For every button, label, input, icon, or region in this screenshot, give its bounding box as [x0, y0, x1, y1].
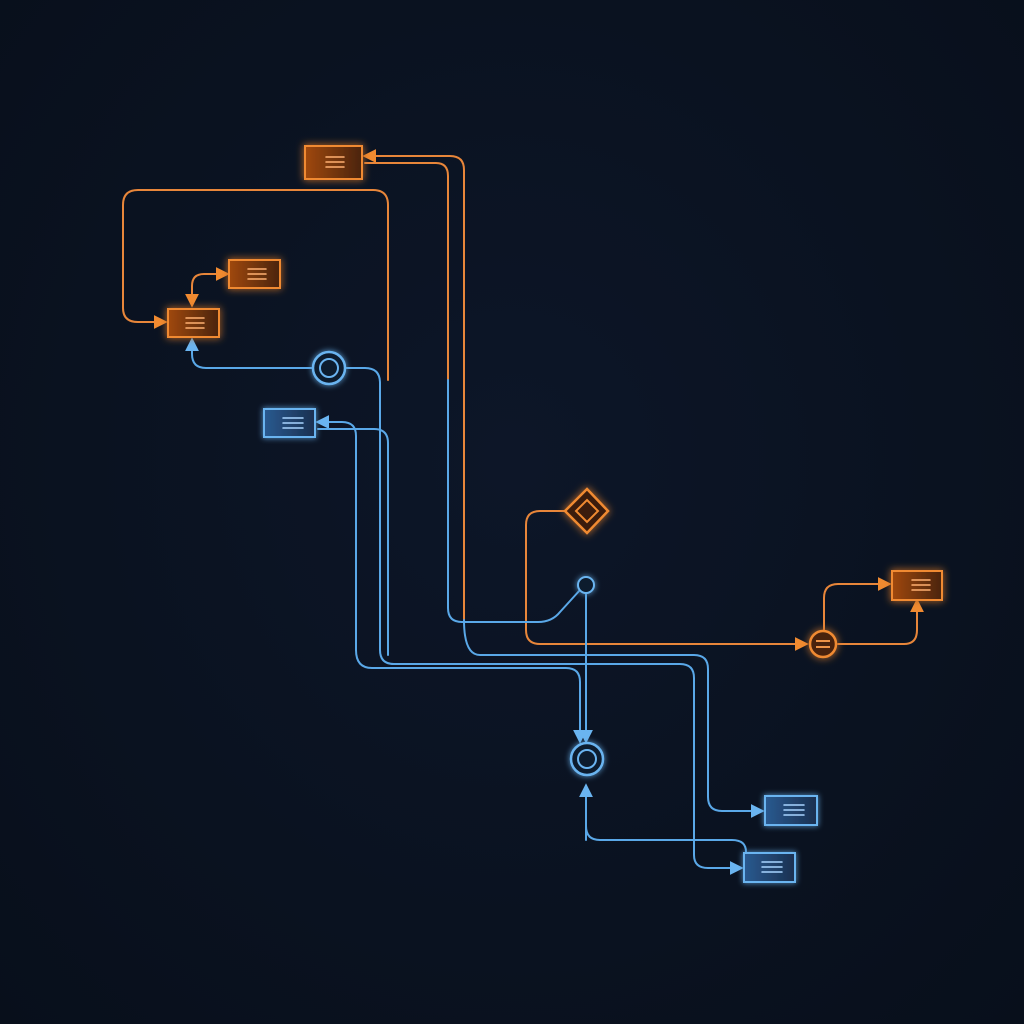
blue-wire-bottom-left: [355, 649, 587, 744]
blue-wire-to-bottom-upper: [463, 619, 765, 818]
orange-wire-right-up: [823, 577, 892, 631]
blue-process-left[interactable]: [263, 408, 316, 438]
list-lines-icon: [325, 156, 345, 168]
orange-wire-short-link: [185, 267, 230, 308]
orange-process-top[interactable]: [304, 145, 363, 180]
orange-junction-right[interactable]: [808, 629, 838, 659]
orange-process-upper-right[interactable]: [228, 259, 281, 289]
ring-icon: [577, 749, 597, 769]
orange-wire-top-inner: [364, 162, 449, 381]
blue-junction-upper[interactable]: [311, 350, 347, 386]
blue-connectors: [185, 337, 765, 875]
diamond-icon: [574, 498, 600, 524]
blue-junction-small[interactable]: [577, 576, 595, 594]
orange-process-right[interactable]: [891, 570, 943, 601]
list-lines-icon: [911, 579, 931, 591]
list-lines-icon: [761, 861, 783, 873]
blue-wire-small-join: [447, 379, 581, 623]
blue-wire-into-left-2: [317, 428, 389, 656]
small-circle-icon: [577, 576, 595, 594]
orange-wire-loop: [122, 189, 389, 381]
blue-wire-into-left-1: [315, 415, 357, 651]
blue-wire-junction-column: [344, 367, 744, 875]
list-lines-icon: [185, 317, 205, 329]
ring-icon: [319, 358, 339, 378]
circle-minus-icon: [816, 640, 830, 648]
orange-decision-diamond[interactable]: [563, 487, 610, 535]
orange-wire-diamond: [525, 510, 809, 651]
orange-connectors: [122, 149, 924, 651]
list-lines-icon: [783, 804, 805, 816]
list-lines-icon: [282, 417, 304, 429]
list-lines-icon: [247, 268, 267, 280]
blue-junction-lower[interactable]: [569, 741, 605, 777]
blue-wire-junction-to-left: [185, 337, 314, 369]
orange-wire-top-outer: [362, 149, 465, 621]
orange-process-left[interactable]: [167, 308, 220, 338]
blue-process-bottom-lower[interactable]: [743, 852, 796, 883]
blue-wire-ring-bottom-right: [585, 825, 747, 853]
blue-process-bottom-upper[interactable]: [764, 795, 818, 826]
orange-wire-right-down: [837, 598, 924, 645]
